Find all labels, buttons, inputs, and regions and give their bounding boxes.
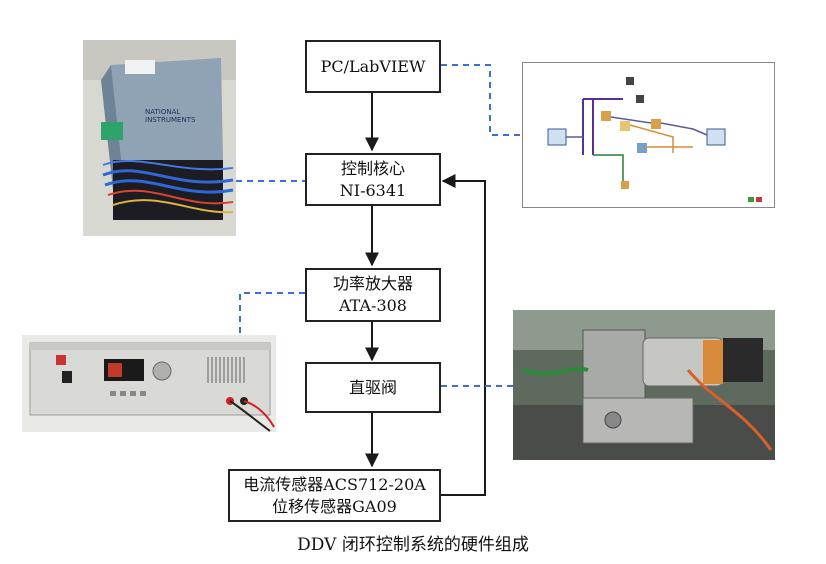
block-core-model: NI-6341	[339, 180, 407, 200]
figure-caption: DDV 闭环控制系统的硬件组成	[297, 535, 529, 555]
block-direct-drive-valve: 直驱阀	[305, 362, 441, 413]
labview-diagram-screenshot	[522, 62, 775, 208]
dashed-link-amplifier	[239, 292, 305, 335]
block-current-sensor: 电流传感器ACS712-20A	[243, 474, 426, 494]
power-amplifier-photo	[22, 335, 276, 432]
feedback-arrow	[441, 174, 486, 496]
block-displacement-sensor: 位移传感器GA09	[272, 496, 397, 516]
block-power-amplifier: 功率放大器 ATA-308	[305, 268, 441, 322]
block-pc-labview: PC/LabVIEW	[305, 40, 441, 93]
block-pc-label: PC/LabVIEW	[320, 56, 426, 76]
svg-text:INSTRUMENTS: INSTRUMENTS	[145, 116, 196, 124]
block-amp-label: 功率放大器	[332, 274, 413, 293]
block-core-label: 控制核心	[340, 158, 405, 178]
svg-text:NATIONAL: NATIONAL	[145, 108, 180, 116]
block-amp-model: ATA-308	[339, 296, 407, 315]
block-valve-label: 直驱阀	[348, 377, 397, 397]
dashed-link-labview	[441, 64, 522, 136]
valve-test-rig-photo	[513, 310, 775, 460]
block-control-core: 控制核心 NI-6341	[305, 153, 441, 206]
ni-daq-photo: NATIONAL INSTRUMENTS	[83, 40, 236, 236]
block-sensors: 电流传感器ACS712-20A 位移传感器GA09	[228, 469, 441, 522]
